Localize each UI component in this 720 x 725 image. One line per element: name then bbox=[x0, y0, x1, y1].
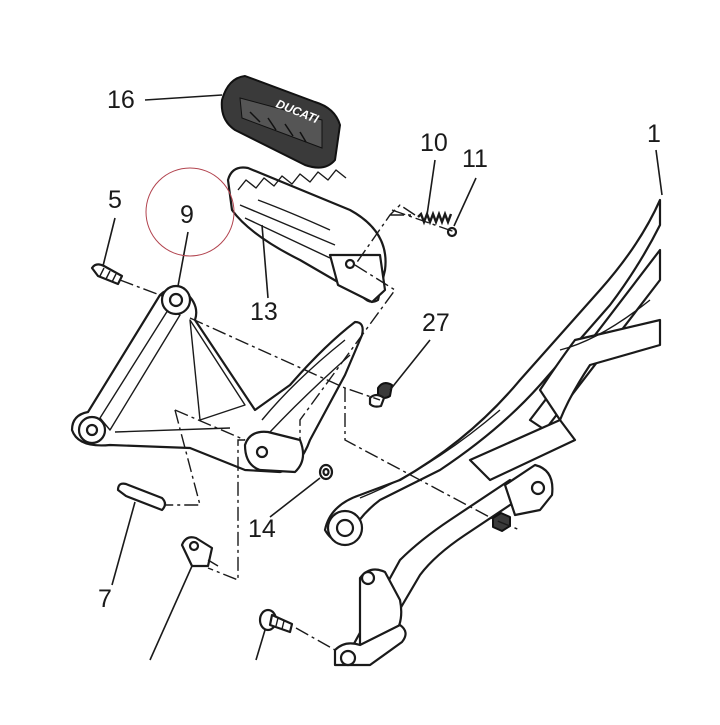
callout-label-13: 13 bbox=[250, 298, 278, 326]
assembly-axis-lines bbox=[119, 204, 521, 651]
callout-label-11: 11 bbox=[462, 145, 488, 173]
washer-part-14 bbox=[318, 463, 334, 481]
lower-bolt bbox=[258, 608, 294, 634]
footpeg-rubber-part-16: DUCATI bbox=[220, 75, 341, 169]
callout-leaders bbox=[102, 94, 663, 661]
callout-label-14: 14 bbox=[248, 515, 276, 543]
footpeg-hanger-part-9 bbox=[70, 284, 364, 474]
frame-part-1 bbox=[323, 198, 662, 667]
callout-label-10: 10 bbox=[420, 129, 448, 157]
pin-part-7 bbox=[116, 482, 167, 512]
ring-part-11 bbox=[446, 226, 458, 238]
callout-label-5: 5 bbox=[108, 186, 122, 214]
highlight-circle bbox=[145, 167, 235, 257]
clip-bracket bbox=[180, 536, 219, 568]
footpeg-part-13 bbox=[226, 166, 387, 304]
callout-label-9: 9 bbox=[180, 201, 194, 229]
callout-label-7: 7 bbox=[98, 585, 112, 613]
clip-part-27 bbox=[368, 382, 393, 408]
callout-label-1: 1 bbox=[647, 120, 661, 148]
callout-label-16: 16 bbox=[107, 86, 135, 114]
bolt-part-5 bbox=[90, 263, 124, 286]
callout-label-27: 27 bbox=[422, 309, 450, 337]
